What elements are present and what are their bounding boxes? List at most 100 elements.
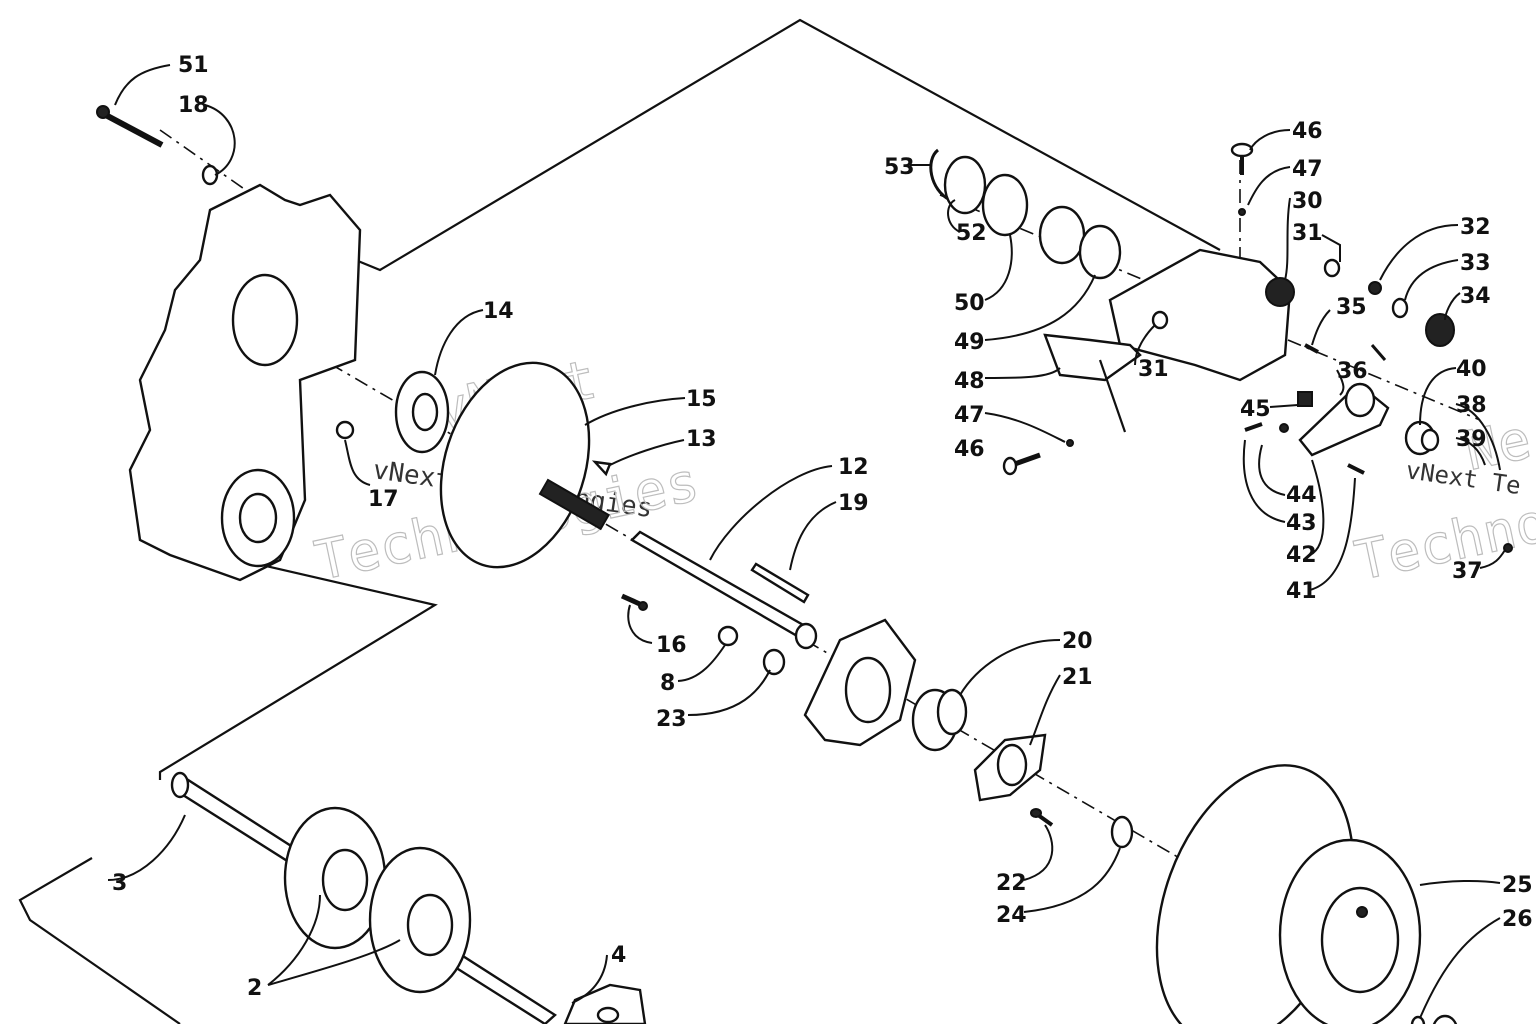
chaincase-right-body <box>1108 248 1292 382</box>
housing-upper-bore <box>231 273 299 367</box>
callout-52: 52 <box>956 221 987 246</box>
frame-left-line <box>158 558 438 780</box>
leader-50 <box>984 234 1013 301</box>
leader-47b <box>984 412 1066 443</box>
washer-24 <box>1110 815 1134 849</box>
bolt-shank <box>98 109 164 148</box>
snap-ring-53 <box>929 148 951 202</box>
bracket-4-hole <box>596 1006 620 1024</box>
bearing-flange-14 <box>394 370 450 454</box>
callout-42: 42 <box>1286 543 1317 568</box>
callout-16: 16 <box>656 633 687 658</box>
sprocket-2a-hub <box>321 848 369 912</box>
leader-45 <box>1269 404 1299 408</box>
plate-bore <box>844 656 892 724</box>
callout-46-top: 46 <box>1292 119 1323 144</box>
cap-50 <box>981 173 1029 237</box>
washer-47-top <box>1238 208 1246 216</box>
callout-45: 45 <box>1240 397 1271 422</box>
flange-21-bore <box>996 743 1028 787</box>
leader-14 <box>434 309 484 376</box>
leader-51 <box>114 64 171 106</box>
cap-stack <box>929 148 1122 280</box>
callout-32: 32 <box>1460 215 1491 240</box>
callout-26: 26 <box>1502 907 1533 932</box>
washer-23 <box>762 648 786 676</box>
callout-47-top: 47 <box>1292 157 1323 182</box>
callout-21: 21 <box>1062 665 1093 690</box>
watermark-layer: vNext Technologies vNext Technologies vN… <box>309 347 1536 594</box>
leader-21 <box>1029 674 1061 746</box>
leader-34 <box>1444 292 1461 321</box>
leader-43 <box>1242 439 1286 523</box>
callout-39: 39 <box>1456 427 1487 452</box>
callout-31-top: 31 <box>1292 221 1323 246</box>
leader-16 <box>627 604 653 644</box>
callout-14: 14 <box>483 299 514 324</box>
callout-41: 41 <box>1286 579 1317 604</box>
nut-37 <box>1503 543 1513 553</box>
nut-44 <box>1279 423 1289 433</box>
leader-4 <box>571 954 608 1004</box>
bearing-20-inner <box>936 688 968 736</box>
washer-31 <box>1323 258 1341 278</box>
callout-18: 18 <box>178 93 209 118</box>
washer-33 <box>1391 297 1409 319</box>
leader-19 <box>789 501 837 571</box>
leader-lines <box>107 64 1506 1019</box>
shaft-end <box>794 622 818 650</box>
plate-49b <box>1078 224 1122 280</box>
bolt-16 <box>620 593 648 611</box>
pin-35 <box>1304 343 1319 354</box>
leader-38 <box>1455 403 1501 471</box>
callout-36: 36 <box>1337 359 1368 384</box>
plate-49a <box>1038 205 1086 265</box>
callout-22: 22 <box>996 871 1027 896</box>
leader-32 <box>1379 224 1459 281</box>
leader-52 <box>947 199 961 233</box>
callout-53: 53 <box>884 155 915 180</box>
screw-45 <box>1244 422 1263 432</box>
frame-bottom-line <box>18 857 181 1024</box>
bracket-48-arm <box>1098 359 1127 433</box>
housing-lower-bore-inner <box>238 492 278 544</box>
shaft-12 <box>630 530 818 650</box>
roller-40-inner <box>1420 428 1440 452</box>
callout-17: 17 <box>368 487 399 512</box>
bearing-inner <box>411 392 439 432</box>
callout-25: 25 <box>1502 873 1533 898</box>
callout-47-bottom: 47 <box>954 403 985 428</box>
leader-18 <box>204 104 236 176</box>
callout-38: 38 <box>1456 393 1487 418</box>
bolt-51 <box>96 105 164 148</box>
leader-22 <box>1023 824 1054 881</box>
housing-body <box>128 183 362 582</box>
leader-31b <box>1134 324 1156 366</box>
sprocket-2b-hub <box>406 893 454 957</box>
washer-47-bottom <box>1066 439 1074 447</box>
chaincase-right <box>1043 248 1295 433</box>
callout-19: 19 <box>838 491 869 516</box>
bearing-plate <box>803 618 917 747</box>
bolt-head <box>96 105 110 119</box>
leader-31a <box>1321 234 1341 262</box>
callout-20: 20 <box>1062 629 1093 654</box>
leader-49 <box>984 274 1096 341</box>
screw-22 <box>1030 808 1054 827</box>
nut-8 <box>717 625 739 647</box>
leader-33 <box>1404 259 1459 301</box>
callout-labels: 51 18 14 17 15 13 12 19 16 8 23 20 21 22… <box>112 53 1533 1001</box>
key-13 <box>591 460 612 477</box>
leader-8 <box>677 644 726 682</box>
sprocket-hub-13 <box>538 478 610 531</box>
pin-19 <box>750 562 810 604</box>
bearing-20 <box>911 688 968 752</box>
callout-49: 49 <box>954 330 985 355</box>
leader-12 <box>709 465 833 561</box>
arm-boss <box>1344 382 1376 418</box>
leader-39 <box>1455 437 1486 466</box>
flange-21 <box>973 733 1047 802</box>
leader-24 <box>1023 847 1121 913</box>
leader-35 <box>1311 309 1331 346</box>
